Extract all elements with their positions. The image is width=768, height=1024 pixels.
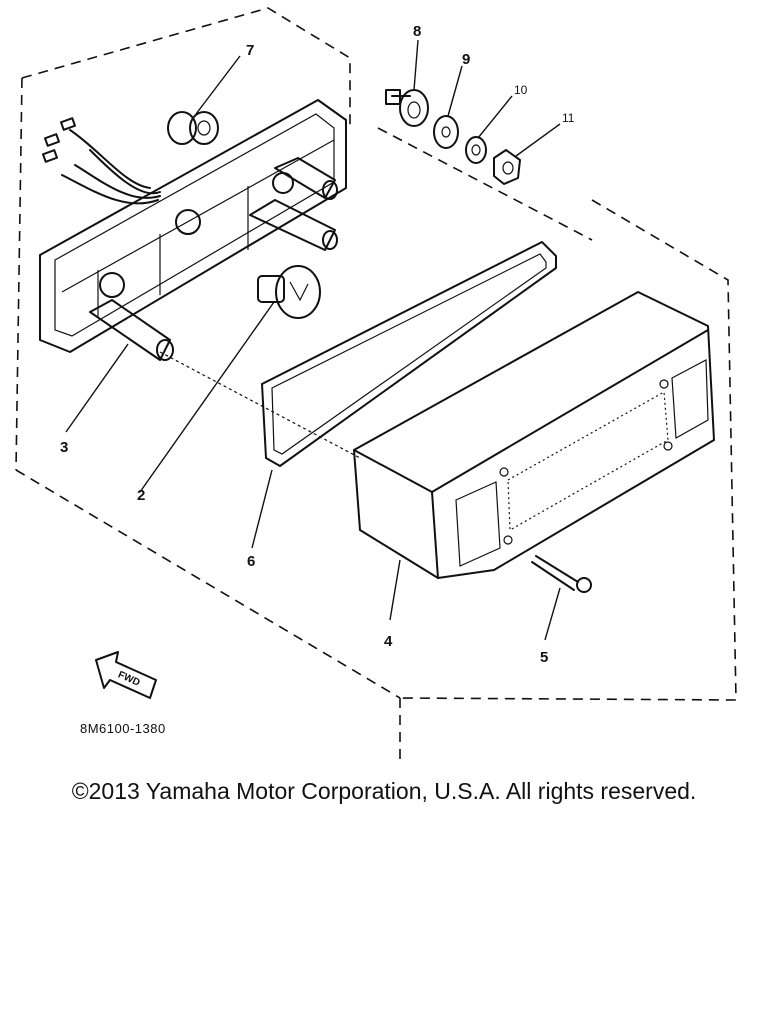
light-housing [39,99,347,361]
part-number-label: 10 [514,83,528,97]
diagram-code: 8M6100-1380 [80,721,166,736]
part-number-label: 7 [246,42,254,59]
part-number-label: 8 [413,23,421,40]
lens [353,291,715,579]
part-number-label: 6 [247,553,255,570]
grommet [167,111,219,145]
part-number-label: 11 [562,111,575,125]
part-number-label: 2 [137,487,145,504]
screw [531,555,592,593]
stud-washer-nut-set [385,89,521,185]
part-number-label: 4 [384,633,393,650]
gasket [261,241,557,467]
leader-lines [65,39,561,641]
copyright-notice: ©2013 Yamaha Motor Corporation, U.S.A. A… [71,778,697,804]
group-boundary [15,7,737,760]
part-number-label: 3 [60,439,68,456]
part-number-label: 9 [462,51,470,68]
forward-arrow-icon: FWD [95,651,157,699]
exploded-parts-diagram: 2 3 4 5 6 7 8 9 10 11 FWD [15,7,737,760]
part-number-label: 5 [540,649,548,666]
bulb [257,265,321,319]
